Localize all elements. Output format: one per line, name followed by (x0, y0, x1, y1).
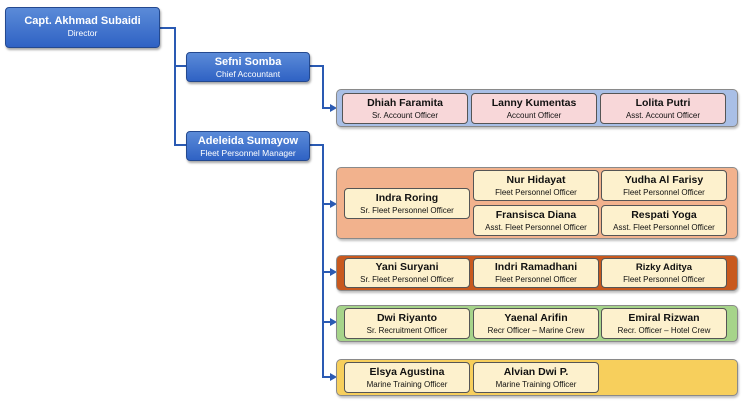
fleet-manager-title: Fleet Personnel Manager (200, 148, 296, 158)
chief-accountant-box: Sefni Somba Chief Accountant (186, 52, 310, 82)
fleet-card: Indri Ramadhani Fleet Personnel Officer (473, 258, 599, 288)
card-name: Dhiah Faramita (367, 97, 443, 109)
training-card: Elsya Agustina Marine Training Officer (344, 362, 470, 393)
accounts-card: Dhiah Faramita Sr. Account Officer (342, 93, 468, 124)
card-name: Emiral Rizwan (628, 312, 700, 324)
card-name: Indri Ramadhani (494, 261, 578, 273)
card-title: Sr. Account Officer (371, 111, 439, 120)
fleet-card: Nur Hidayat Fleet Personnel Officer (473, 170, 599, 201)
card-title: Fleet Personnel Officer (623, 188, 705, 197)
arrow-training (330, 373, 337, 381)
arrow-accounts (330, 104, 337, 112)
card-title: Sr. Fleet Personnel Officer (360, 206, 454, 215)
card-name: Yudha Al Farisy (624, 174, 704, 186)
recruitment-card: Yaenal Arifin Recr Officer – Marine Crew (473, 308, 599, 339)
card-name: Lolita Putri (635, 97, 691, 109)
card-title: Sr. Recruitment Officer (366, 326, 448, 335)
card-title: Fleet Personnel Officer (495, 275, 577, 284)
accounts-card: Lanny Kumentas Account Officer (471, 93, 597, 124)
director-box: Capt. Akhmad Subaidi Director (5, 7, 160, 48)
card-name: Respati Yoga (631, 209, 697, 221)
recruitment-card: Emiral Rizwan Recr. Officer – Hotel Crew (601, 308, 727, 339)
card-name: Fransisca Diana (495, 209, 577, 221)
card-title: Sr. Fleet Personnel Officer (360, 275, 454, 284)
card-name: Lanny Kumentas (491, 97, 577, 109)
card-name: Elsya Agustina (369, 366, 445, 378)
card-name: Indra Roring (375, 192, 439, 204)
connector-director-to-fleet-manager (160, 27, 186, 146)
director-name: Capt. Akhmad Subaidi (24, 15, 141, 27)
fleet-card: Indra Roring Sr. Fleet Personnel Officer (344, 188, 470, 219)
arrow-fleet-b (330, 268, 337, 276)
card-title: Fleet Personnel Officer (623, 275, 705, 284)
fleet-card: Yudha Al Farisy Fleet Personnel Officer (601, 170, 727, 201)
card-name: Rizky Aditya (635, 262, 693, 273)
card-name: Yaenal Arifin (504, 312, 568, 324)
card-name: Alvian Dwi P. (503, 366, 569, 378)
card-title: Asst. Fleet Personnel Officer (485, 223, 587, 232)
director-title: Director (67, 28, 98, 38)
chief-accountant-title: Chief Accountant (215, 69, 281, 79)
training-card: Alvian Dwi P. Marine Training Officer (473, 362, 599, 393)
recruitment-card: Dwi Riyanto Sr. Recruitment Officer (344, 308, 470, 339)
card-name: Nur Hidayat (506, 174, 566, 186)
accounts-card: Lolita Putri Asst. Account Officer (600, 93, 726, 124)
fleet-card: Rizky Aditya Fleet Personnel Officer (601, 258, 727, 288)
chief-accountant-name: Sefni Somba (214, 56, 282, 68)
card-name: Yani Suryani (375, 261, 439, 273)
card-name: Dwi Riyanto (376, 312, 438, 324)
fleet-card: Yani Suryani Sr. Fleet Personnel Officer (344, 258, 470, 288)
fleet-manager-box: Adeleida Sumayow Fleet Personnel Manager (186, 131, 310, 161)
card-title: Fleet Personnel Officer (495, 188, 577, 197)
connector-fleet-manager-trunk (310, 144, 331, 378)
card-title: Recr Officer – Marine Crew (487, 326, 585, 335)
fleet-manager-name: Adeleida Sumayow (197, 135, 299, 147)
connector-chief-accountant-to-accounts (310, 65, 331, 109)
fleet-card: Respati Yoga Asst. Fleet Personnel Offic… (601, 205, 727, 236)
fleet-card: Fransisca Diana Asst. Fleet Personnel Of… (473, 205, 599, 236)
arrow-fleet-a (330, 200, 337, 208)
card-title: Marine Training Officer (366, 380, 448, 389)
card-title: Asst. Fleet Personnel Officer (613, 223, 715, 232)
card-title: Recr. Officer – Hotel Crew (617, 326, 711, 335)
card-title: Asst. Account Officer (625, 111, 701, 120)
arrow-recruitment (330, 318, 337, 326)
card-title: Account Officer (506, 111, 562, 120)
card-title: Marine Training Officer (495, 380, 577, 389)
